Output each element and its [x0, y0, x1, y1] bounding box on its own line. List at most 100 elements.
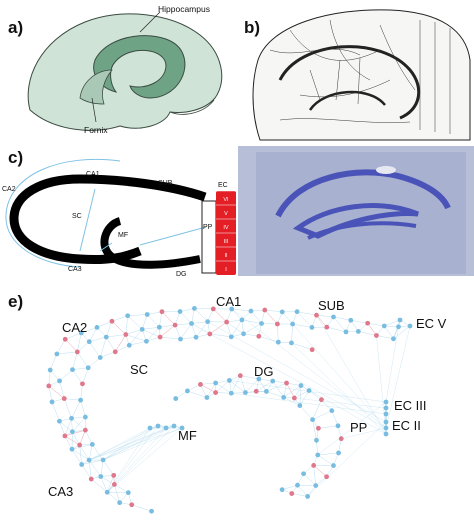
network-node-blue [104, 489, 110, 495]
mossy-fiber-edge [103, 427, 151, 461]
network-node-blue [86, 457, 92, 463]
network-edge [333, 316, 351, 321]
network-edge [291, 342, 313, 350]
network-edge [81, 464, 92, 480]
c-sub-label: SUB [158, 180, 173, 187]
network-edge [317, 454, 334, 466]
network-node-red [77, 442, 83, 448]
network-edge [146, 327, 160, 342]
network-node-red [291, 395, 297, 401]
network-node-blue [298, 383, 304, 388]
network-edge [303, 473, 316, 486]
network-node-blue [173, 396, 179, 401]
network-edge [100, 351, 116, 358]
projection-edge [291, 342, 387, 435]
network-edge [72, 367, 89, 370]
network-node-blue [295, 482, 300, 488]
network-edge [100, 459, 104, 477]
network-node-red [289, 491, 295, 496]
network-edge [261, 323, 278, 325]
network-node-blue [383, 399, 389, 405]
network-node-blue [89, 442, 95, 447]
network-edge [206, 382, 216, 398]
network-edge [64, 429, 86, 437]
network-edge [191, 308, 195, 324]
network-edge [367, 323, 377, 336]
network-edge [191, 323, 210, 335]
network-edge [100, 476, 115, 485]
network-node-red [157, 334, 163, 340]
network-edge [358, 331, 377, 336]
network-node-blue [78, 330, 84, 336]
network-node-blue [248, 308, 254, 314]
network-edge [174, 311, 181, 326]
network-edge [125, 334, 147, 342]
network-edge [92, 444, 104, 461]
e-dg-label: DG [254, 364, 274, 379]
network-edge [48, 385, 65, 399]
network-node-blue [381, 323, 387, 329]
network-node-blue [228, 390, 234, 396]
network-edge [384, 325, 394, 339]
mossy-fiber-edge [89, 425, 159, 461]
network-edge [111, 315, 128, 322]
network-edge [282, 311, 293, 325]
network-edge [174, 325, 181, 340]
fornix-shape [79, 69, 113, 105]
network-node-blue [256, 376, 262, 382]
network-edge [159, 324, 176, 328]
network-node-blue [229, 306, 235, 312]
network-edge [80, 383, 83, 401]
network-edge [256, 380, 273, 392]
network-edge [313, 465, 316, 486]
network-node-red [314, 312, 319, 318]
network-edge [160, 336, 181, 340]
network-node-blue [239, 317, 245, 323]
panel-a-brain-illustration: Hippocampus Fornix [27, 4, 223, 135]
network-edge [209, 333, 232, 338]
network-node-blue [189, 321, 194, 326]
fornix-label: Fornix [84, 125, 108, 135]
network-node-red [62, 336, 68, 342]
network-edge [291, 493, 308, 497]
network-edge [321, 399, 332, 411]
network-node-red [82, 427, 88, 433]
network-node-blue [263, 389, 269, 394]
network-edge [231, 308, 252, 312]
network-node-red [365, 320, 371, 326]
network-edge [191, 323, 197, 338]
network-node-red [159, 309, 165, 315]
network-edge [191, 321, 208, 324]
drawing-cell-band [278, 45, 421, 120]
c-dg-label: DG [176, 271, 187, 278]
network-edge [333, 316, 347, 333]
network-node-blue [94, 324, 100, 330]
network-node-blue [79, 462, 85, 467]
network-node-red [284, 380, 289, 386]
network-edge [64, 398, 81, 401]
drawing-fibers [269, 19, 451, 134]
network-node-red [253, 388, 259, 394]
projection-edge [376, 335, 387, 435]
network-node-blue [144, 312, 150, 317]
network-edge [72, 369, 83, 384]
network-edge [215, 382, 232, 394]
network-node-blue [126, 342, 132, 348]
network-edge [107, 492, 120, 503]
network-edge [71, 444, 93, 450]
network-node-red [262, 307, 268, 313]
network-edge [264, 309, 283, 313]
network-node-red [123, 332, 129, 337]
network-edge [264, 309, 278, 325]
network-node-blue [383, 425, 389, 431]
network-edge [79, 430, 86, 446]
e-ec-v-label: EC V [416, 316, 447, 331]
network-edge [241, 319, 262, 324]
network-edge [72, 416, 86, 432]
network-node-blue [243, 390, 248, 395]
network-node-blue [155, 423, 161, 429]
network-node-blue [297, 403, 303, 408]
network-node-red [88, 476, 94, 482]
e-sub-label: SUB [318, 298, 345, 313]
e-mf-label: MF [178, 428, 197, 443]
